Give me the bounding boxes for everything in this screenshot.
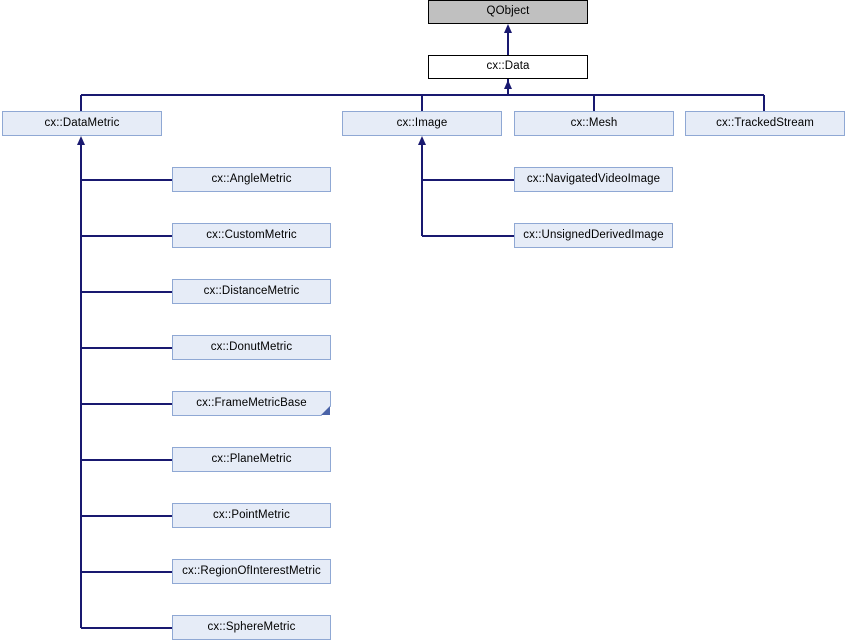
node-cx-regionofinterestmetric[interactable]: cx::RegionOfInterestMetric — [172, 559, 331, 584]
arrowhead-datametric — [77, 136, 85, 145]
node-cx-navigatedvideoimage[interactable]: cx::NavigatedVideoImage — [514, 167, 673, 192]
node-cx-spheremetric-label: cx::SphereMetric — [207, 620, 296, 633]
node-cx-unsignedderivedimage-label: cx::UnsignedDerivedImage — [523, 228, 664, 241]
node-cx-custommetric[interactable]: cx::CustomMetric — [172, 223, 331, 248]
node-cx-donutmetric[interactable]: cx::DonutMetric — [172, 335, 331, 360]
node-cx-mesh-label: cx::Mesh — [570, 116, 618, 129]
node-cx-trackedstream[interactable]: cx::TrackedStream — [685, 111, 845, 136]
node-qobject-label: QObject — [486, 5, 530, 18]
node-cx-image-label: cx::Image — [396, 116, 448, 129]
node-cx-mesh[interactable]: cx::Mesh — [514, 111, 674, 136]
node-cx-planemetric-label: cx::PlaneMetric — [211, 452, 292, 465]
node-cx-pointmetric[interactable]: cx::PointMetric — [172, 503, 331, 528]
node-cx-distancemetric-label: cx::DistanceMetric — [203, 284, 300, 297]
node-cx-anglemetric-label: cx::AngleMetric — [211, 172, 292, 185]
node-cx-trackedstream-label: cx::TrackedStream — [716, 116, 814, 129]
arrowhead-qobject — [504, 24, 512, 33]
node-cx-regionofinterestmetric-label: cx::RegionOfInterestMetric — [182, 564, 321, 577]
node-cx-data[interactable]: cx::Data — [428, 55, 588, 79]
node-cx-datametric[interactable]: cx::DataMetric — [2, 111, 162, 136]
node-cx-custommetric-label: cx::CustomMetric — [206, 228, 297, 241]
node-cx-framemetricbase-label: cx::FrameMetricBase — [196, 396, 307, 409]
node-cx-donutmetric-label: cx::DonutMetric — [210, 340, 293, 353]
node-cx-image[interactable]: cx::Image — [342, 111, 502, 136]
arrowhead-data — [504, 80, 512, 89]
node-cx-datametric-label: cx::DataMetric — [44, 116, 120, 129]
node-cx-planemetric[interactable]: cx::PlaneMetric — [172, 447, 331, 472]
node-cx-navigatedvideoimage-label: cx::NavigatedVideoImage — [526, 172, 661, 185]
node-cx-framemetricbase[interactable]: cx::FrameMetricBase — [172, 391, 331, 416]
node-cx-spheremetric[interactable]: cx::SphereMetric — [172, 615, 331, 640]
collapsed-subtree-triangle-icon[interactable] — [321, 406, 330, 415]
node-cx-pointmetric-label: cx::PointMetric — [213, 508, 290, 521]
node-cx-unsignedderivedimage[interactable]: cx::UnsignedDerivedImage — [514, 223, 673, 248]
node-qobject[interactable]: QObject — [428, 0, 588, 24]
node-cx-data-label: cx::Data — [486, 60, 530, 73]
arrowhead-image — [418, 136, 426, 145]
node-cx-anglemetric[interactable]: cx::AngleMetric — [172, 167, 331, 192]
node-cx-distancemetric[interactable]: cx::DistanceMetric — [172, 279, 331, 304]
